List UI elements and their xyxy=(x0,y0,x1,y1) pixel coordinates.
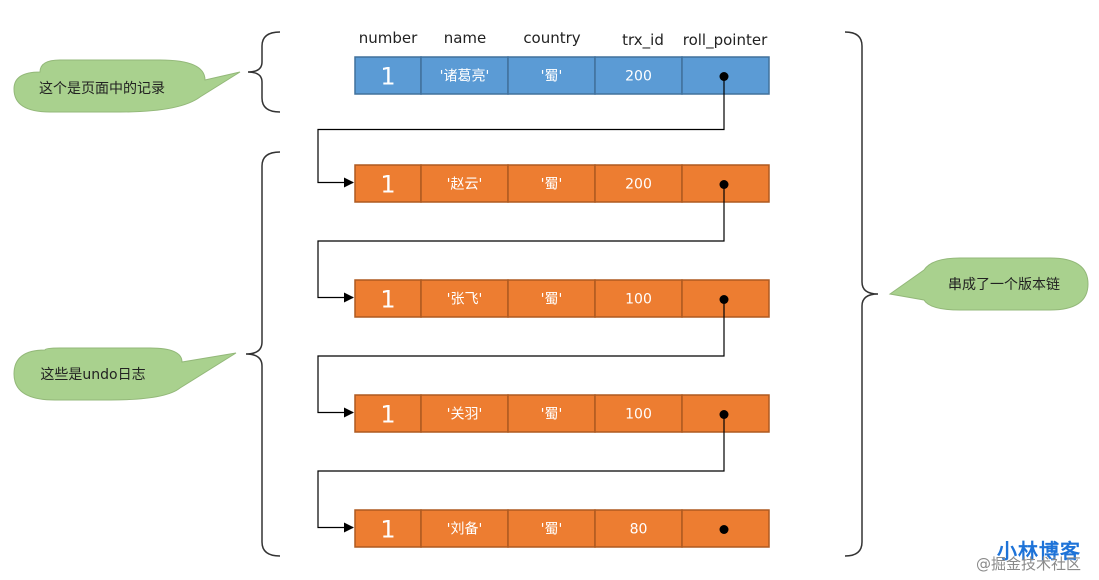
watermark-sub: @掘金技术社区 xyxy=(975,555,1081,573)
header-country: country xyxy=(523,29,580,47)
cell-number: 1 xyxy=(380,516,395,544)
record-cell xyxy=(507,509,596,548)
brace-version-chain xyxy=(844,31,879,557)
cell-country: '蜀' xyxy=(541,69,563,85)
record-cell xyxy=(354,164,422,203)
records: 1 '诸葛亮' '蜀' 200 1 '赵云' '蜀' 200 1 '张飞' '蜀' 100 1 '关羽' '… xyxy=(354,56,770,548)
record-cell xyxy=(354,56,422,95)
record-cell xyxy=(420,509,509,548)
header-roll-pointer: roll_pointer xyxy=(683,31,768,50)
callout-version-chain-text: 串成了一个版本链 xyxy=(948,277,1060,293)
cell-name: '刘备' xyxy=(447,521,483,538)
cell-name: '关羽' xyxy=(447,407,483,423)
cell-country: '蜀' xyxy=(541,522,563,538)
cell-number: 1 xyxy=(380,171,395,199)
record-cell xyxy=(354,394,422,433)
record-cell xyxy=(420,56,509,95)
record-cell xyxy=(507,279,596,318)
cell-trx-id: 80 xyxy=(630,522,648,538)
roll-pointer-arrow xyxy=(317,414,725,533)
record-cell xyxy=(507,56,596,95)
record-cell xyxy=(354,509,422,548)
cell-trx-id: 200 xyxy=(625,69,652,85)
roll-pointer-dot xyxy=(719,525,729,534)
cell-number: 1 xyxy=(380,63,395,91)
record-cell xyxy=(594,394,683,433)
brace-undo-logs xyxy=(245,151,281,557)
cell-country: '蜀' xyxy=(541,407,563,423)
undo-log-row: 1 '赵云' '蜀' 200 xyxy=(354,164,770,203)
record-cell xyxy=(507,394,596,433)
callout-page-record-text: 这个是页面中的记录 xyxy=(39,80,165,97)
brace-page-record xyxy=(247,31,281,113)
cell-name: '诸葛亮' xyxy=(440,68,490,85)
record-cell xyxy=(354,279,422,318)
cell-trx-id: 100 xyxy=(625,407,652,423)
cell-number: 1 xyxy=(380,401,395,429)
cell-country: '蜀' xyxy=(541,177,563,193)
record-cell xyxy=(507,164,596,203)
roll-pointer-arrow xyxy=(317,184,725,303)
record-cell xyxy=(594,164,683,203)
undo-log-row: 1 '关羽' '蜀' 100 xyxy=(354,394,770,433)
cell-trx-id: 100 xyxy=(625,292,652,308)
record-cell xyxy=(420,164,509,203)
watermark-main: 小林博客 xyxy=(997,539,1081,563)
header-name: name xyxy=(444,29,487,47)
undo-log-row: 1 '刘备' '蜀' 80 xyxy=(354,509,770,548)
cell-trx-id: 200 xyxy=(625,177,652,193)
cell-number: 1 xyxy=(380,286,395,314)
header-trx-id: trx_id xyxy=(622,31,664,50)
cell-name: '张飞' xyxy=(447,292,483,308)
watermark: 小林博客 @掘金技术社区 xyxy=(976,540,1081,572)
header-number: number xyxy=(359,29,418,47)
page-record-row: 1 '诸葛亮' '蜀' 200 xyxy=(354,56,770,95)
roll-pointer-links xyxy=(317,76,725,533)
undo-log-row: 1 '张飞' '蜀' 100 xyxy=(354,279,770,318)
cell-country: '蜀' xyxy=(541,292,563,308)
roll-pointer-arrow xyxy=(317,299,725,418)
callout-version-chain: 串成了一个版本链 xyxy=(888,257,1089,311)
column-headers: number name country trx_id roll_pointer xyxy=(359,29,768,50)
callout-page-record: 这个是页面中的记录 xyxy=(13,59,241,113)
cell-name: '赵云' xyxy=(447,177,483,193)
record-cell xyxy=(594,509,683,548)
callout-undo-logs: 这些是undo日志 xyxy=(13,347,237,401)
record-cell xyxy=(420,279,509,318)
callout-undo-logs-text: 这些是undo日志 xyxy=(40,366,145,383)
roll-pointer-arrow xyxy=(317,76,725,188)
